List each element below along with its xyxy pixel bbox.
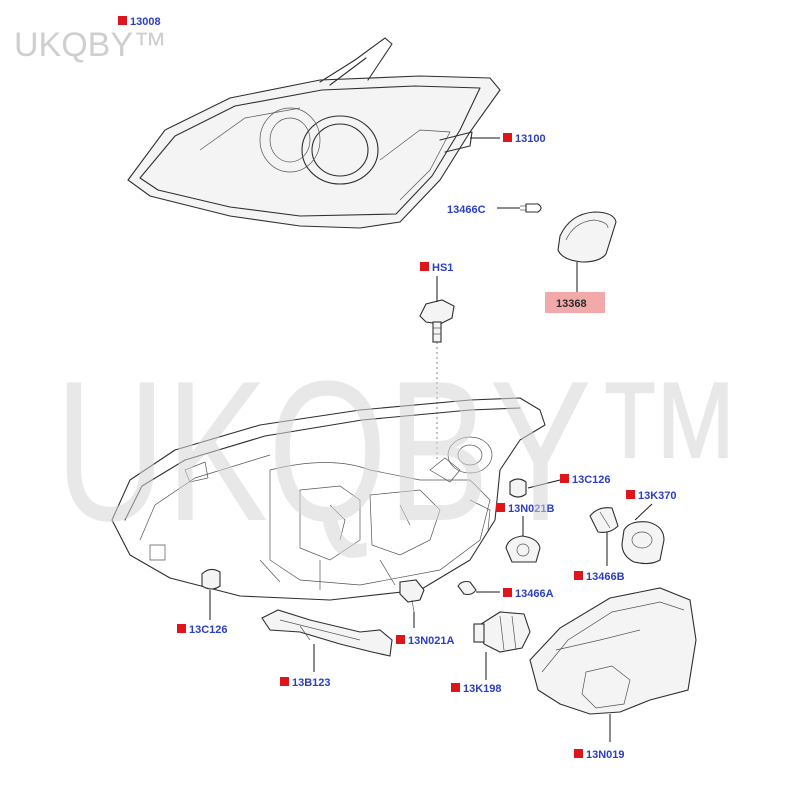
red-marker-icon xyxy=(420,262,429,271)
highlight-box xyxy=(545,292,605,313)
callout-13N019: 13N019 xyxy=(574,749,625,761)
bulb-13466B-part xyxy=(589,507,619,533)
red-marker-icon xyxy=(496,503,505,512)
callout-13B123: 13B123 xyxy=(280,677,331,689)
red-marker-icon xyxy=(503,133,512,142)
rear-cover-13N019-part xyxy=(529,587,697,715)
callout-13C126-left: 13C126 xyxy=(177,624,228,636)
callout-13C126-right: 13C126 xyxy=(560,474,611,486)
callout-text: 13466B xyxy=(586,571,625,583)
callout-text: 13008 xyxy=(130,16,161,28)
callout-text: 13N021A xyxy=(408,635,455,647)
red-marker-icon xyxy=(626,490,635,499)
callout-text: 13466C xyxy=(447,204,486,216)
bulb-13N021A-part xyxy=(399,579,425,613)
callout-13466B: 13466B xyxy=(574,571,625,583)
red-marker-icon xyxy=(396,635,405,644)
callout-13K370: 13K370 xyxy=(626,490,677,502)
lamp-holder-13K198-part xyxy=(473,611,531,653)
callout-text: 13C126 xyxy=(189,624,228,636)
callout-text: 13100 xyxy=(515,133,546,145)
side-marker-lamp-13368-part xyxy=(557,211,617,263)
red-marker-icon xyxy=(560,474,569,483)
callout-13466A: 13466A xyxy=(503,588,554,600)
red-marker-icon xyxy=(177,624,186,633)
callout-text: 13K370 xyxy=(638,490,677,502)
callout-text: 13N021B xyxy=(508,503,555,515)
callout-13466C: 13466C xyxy=(447,204,486,216)
callout-text: 13368 xyxy=(556,298,587,310)
callout-HS1: HS1 xyxy=(420,262,453,274)
socket-13C126-left-part xyxy=(201,568,221,590)
red-marker-icon xyxy=(451,683,460,692)
screw-HS1-part xyxy=(419,299,455,343)
bulb-13N021B-part xyxy=(505,535,541,563)
watermark-small: UKQBY™ xyxy=(14,26,167,64)
red-marker-icon xyxy=(574,571,583,580)
callout-13N021A: 13N021A xyxy=(396,635,455,647)
callout-text: 13466A xyxy=(515,588,554,600)
callout-13368-highlighted: 13368 xyxy=(545,292,605,313)
red-marker-icon xyxy=(118,16,127,25)
callout-13K198: 13K198 xyxy=(451,683,502,695)
callout-text: HS1 xyxy=(432,262,453,274)
leader-lines xyxy=(209,137,653,742)
callout-text: 13C126 xyxy=(572,474,611,486)
bracket-13B123-part xyxy=(261,609,393,657)
callout-text: 13K198 xyxy=(463,683,502,695)
red-marker-icon xyxy=(574,749,583,758)
watermark-large: UKQBY™ xyxy=(55,340,745,563)
red-marker-icon xyxy=(280,677,289,686)
callout-13N021B: 13N021B xyxy=(496,503,555,515)
headlamp-housing-part xyxy=(111,397,546,601)
wedge-bulb-13466C-part xyxy=(520,203,542,213)
bulb-13466A-part xyxy=(457,580,477,596)
socket-13K370-part xyxy=(621,521,665,565)
red-marker-icon xyxy=(503,588,512,597)
headlamp-lens-assembly-part xyxy=(127,37,501,229)
callout-text: 13N019 xyxy=(586,749,625,761)
callout-text: 13B123 xyxy=(292,677,331,689)
callout-13008: 13008 xyxy=(118,16,161,28)
callout-13100: 13100 xyxy=(503,133,546,145)
socket-13C126-right-part xyxy=(509,478,527,498)
